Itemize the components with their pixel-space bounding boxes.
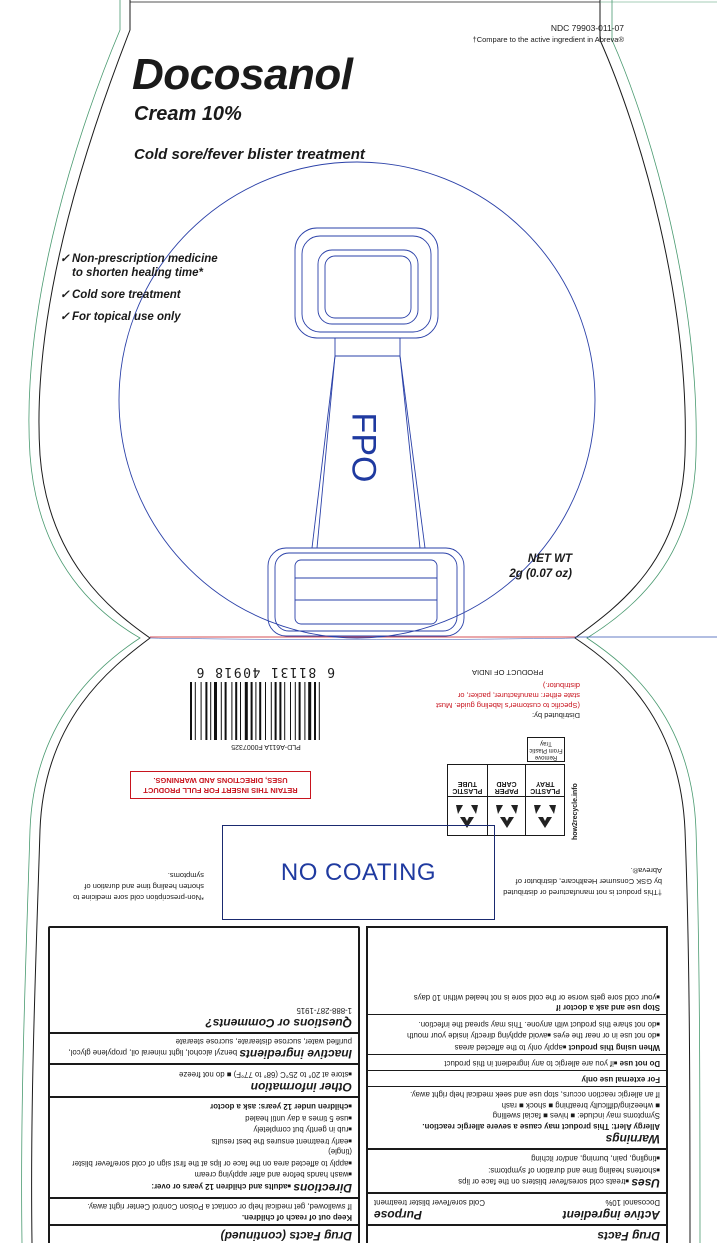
- barcode-bars: [190, 682, 320, 740]
- inactive-row: Inactive ingredients benzyl alcohol, lig…: [50, 1032, 358, 1064]
- barcode-bar: [205, 682, 208, 740]
- claim-item: ✓For topical use only: [60, 311, 181, 323]
- recycle-icon: [495, 805, 518, 828]
- outer-die-line: [31, 0, 151, 1243]
- blister-circle: [118, 161, 596, 639]
- ndc-number: NDC 79903-011-07: [550, 23, 624, 33]
- other-info-row: Other information store at 20° to 25°C (…: [50, 1063, 358, 1096]
- barcode-bar: [231, 682, 233, 740]
- barcode-bar: [240, 682, 241, 740]
- distributed-note: (Specific to customer's labeling guide. …: [436, 681, 580, 710]
- stop-use-row: Stop use and ask a doctor if your cold s…: [368, 989, 666, 1015]
- barcode-bar: [284, 682, 286, 740]
- retain-insert-notice: RETAIN THIS INSERT FOR FULL PRODUCT USES…: [130, 771, 311, 799]
- external-row: For external use only: [368, 1070, 666, 1086]
- barcode-bar: [294, 682, 296, 740]
- net-weight: NET WT 2g (0.07 oz): [509, 553, 572, 580]
- barcode-bar: [279, 682, 282, 740]
- claim-item: ✓Non-prescription medicine to shorten he…: [60, 253, 218, 279]
- compare-note: †Compare to the active ingredient in Abr…: [472, 35, 624, 44]
- product-description: Cold sore/fever blister treatment: [134, 146, 365, 163]
- product-of: PRODUCT OF INDIA: [472, 668, 544, 677]
- recycle-grid: PLASTIC TRAY PAPER CARD PLASTIC TUBE: [447, 764, 565, 836]
- recycle-icon: [456, 805, 479, 828]
- check-icon: ✓: [60, 253, 70, 265]
- drug-facts-continued-panel: Drug Facts (continued) Keep out of reach…: [48, 926, 360, 1243]
- barcode-bar: [290, 682, 291, 740]
- footnote-left: *Non-prescription cold sore medicine to …: [73, 871, 204, 902]
- tube-crimp-bottom: [267, 547, 465, 637]
- claim-item: ✓Cold sore treatment: [60, 289, 181, 301]
- barcode-bar: [314, 682, 316, 740]
- keep-out-row: Keep out of reach of children. If swallo…: [50, 1197, 358, 1224]
- tube-body: [311, 355, 426, 549]
- check-icon: ✓: [60, 289, 70, 301]
- barcode-bar: [308, 682, 312, 740]
- barcode-bar: [318, 682, 320, 740]
- footnote-right: †This product is not manufactured or dis…: [503, 866, 662, 897]
- fpo-placeholder: FPO: [344, 412, 383, 483]
- outer-die-line-right-green: [586, 0, 701, 1243]
- claims-list: ✓Non-prescription medicine to shorten he…: [60, 252, 218, 332]
- distributed-block: Distributed by: (Specific to customer's …: [432, 680, 580, 720]
- barcode-code: PLD-A611A F0007325: [231, 743, 301, 750]
- recycle-cell: PAPER CARD: [486, 765, 526, 835]
- uses-row: Uses treats cold sores/fever blisters on…: [368, 1148, 666, 1193]
- product-name: Docosanol: [132, 50, 353, 99]
- barcode-digits: 6 81131 40918 6: [195, 664, 335, 679]
- recycle-cell: PLASTIC TRAY: [525, 765, 564, 835]
- ndc-block: NDC 79903-011-07 †Compare to the active …: [473, 22, 624, 46]
- when-using-row: When using this product apply only to th…: [368, 1014, 666, 1054]
- drug-facts-title-row: Drug Facts: [368, 1224, 666, 1243]
- barcode-bar: [255, 682, 257, 740]
- recycle-label: how2recycle.info PLASTIC TRAY PAPER CARD…: [447, 737, 579, 840]
- barcode-bar: [214, 682, 217, 740]
- barcode-bar: [274, 682, 277, 740]
- outer-die-line-right: [574, 0, 691, 1243]
- barcode-bar: [224, 682, 227, 740]
- recycle-site: how2recycle.info: [572, 783, 579, 840]
- barcode-bar: [210, 682, 212, 740]
- barcode-bar: [190, 682, 192, 740]
- barcode-bar: [259, 682, 262, 740]
- drug-facts-cont-title-row: Drug Facts (continued): [50, 1224, 358, 1243]
- tube-cap-top: [294, 227, 439, 356]
- barcode-bar: [270, 682, 272, 740]
- recycle-cell: PLASTIC TUBE: [448, 765, 487, 835]
- barcode-bar: [265, 682, 266, 740]
- check-icon: ✓: [60, 311, 70, 323]
- recycle-remove-note: Remove From Plastic Tray: [527, 737, 565, 762]
- barcode-bar: [220, 682, 222, 740]
- no-coating-label: NO COATING: [280, 858, 437, 886]
- recycle-icon: [534, 805, 557, 828]
- no-coating-box: NO COATING: [222, 825, 495, 920]
- barcode-bar: [235, 682, 238, 740]
- phone-number: 1-888-287-1915: [296, 1006, 353, 1015]
- warnings-row: Warnings Allergy Alert: This product may…: [368, 1086, 666, 1148]
- barcode-bar: [298, 682, 301, 740]
- lower-arc: [149, 637, 576, 640]
- barcode-bar: [304, 682, 306, 740]
- outer-die-line-green: [21, 0, 141, 1243]
- barcode-bar: [250, 682, 253, 740]
- directions-row: Directions adults and children 12 years …: [50, 1096, 358, 1197]
- do-not-use-row: Do not use if you are allergic to any in…: [368, 1054, 666, 1071]
- barcode-bar: [194, 682, 196, 740]
- barcode-bar: [244, 682, 248, 740]
- barcode-bar: [200, 682, 202, 740]
- product-strength: Cream 10%: [134, 103, 242, 125]
- questions-row: Questions or Comments? 1-888-287-1915: [50, 1003, 358, 1033]
